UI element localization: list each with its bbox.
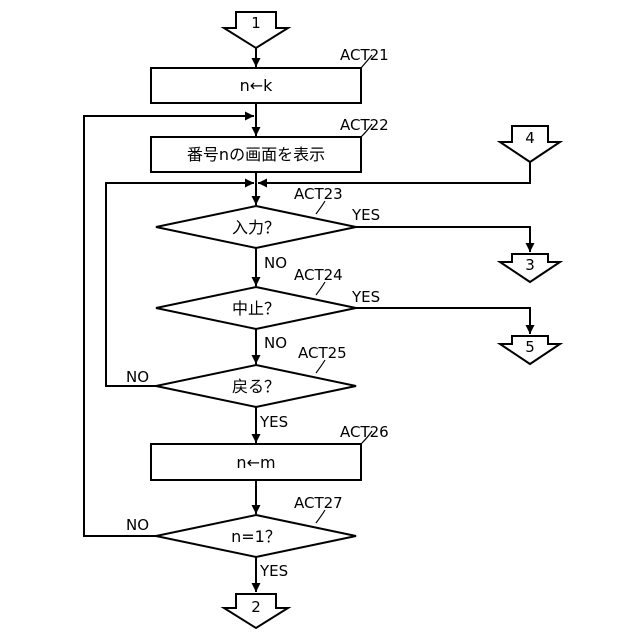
connector-4: 4 [500, 126, 560, 162]
act25-label: ACT25 [298, 344, 347, 362]
act23-label: ACT23 [294, 185, 343, 203]
connector-4-label: 4 [525, 129, 535, 147]
act22-label: ACT22 [340, 116, 389, 134]
act23-no-label: NO [264, 254, 287, 272]
connector-5-label: 5 [525, 338, 535, 356]
act26-text: n←m [236, 453, 275, 472]
act22-process-box: 番号nの画面を表示 [151, 137, 361, 172]
act26-label: ACT26 [340, 423, 389, 441]
connector-3: 3 [500, 254, 560, 282]
connector-1: 1 [224, 12, 288, 48]
act25-yes-label: YES [259, 413, 288, 431]
act24-text: 中止？ [232, 299, 280, 318]
act24-yes-label: YES [351, 288, 380, 306]
act27-yes-label: YES [259, 562, 288, 580]
act23-yes-label: YES [351, 206, 380, 224]
connector-2-label: 2 [251, 598, 261, 616]
act24-decision: 中止？ [156, 287, 356, 329]
act23-decision: 入力？ [156, 206, 356, 248]
act27-label: ACT27 [294, 494, 343, 512]
act25-no-label: NO [126, 368, 149, 386]
act27-text: n=1？ [231, 527, 281, 546]
act23-text: 入力？ [232, 218, 280, 237]
act22-text: 番号nの画面を表示 [187, 145, 325, 164]
act24-label: ACT24 [294, 266, 343, 284]
flow-line-act23-yes [356, 227, 530, 252]
connector-5: 5 [500, 336, 560, 364]
act27-no-label: NO [126, 516, 149, 534]
connector-2: 2 [224, 594, 288, 628]
act21-label: ACT21 [340, 46, 389, 64]
act27-decision: n=1？ [156, 515, 356, 557]
flow-line-act24-yes [356, 308, 530, 334]
act25-text: 戻る？ [232, 377, 280, 396]
act24-no-label: NO [264, 334, 287, 352]
act25-decision: 戻る？ [156, 365, 356, 407]
act21-text: n←k [240, 76, 274, 95]
connector-1-label: 1 [251, 14, 261, 32]
act26-process-box: n←m [151, 444, 361, 480]
connector-3-label: 3 [525, 256, 535, 274]
act21-process-box: n←k [151, 68, 361, 103]
